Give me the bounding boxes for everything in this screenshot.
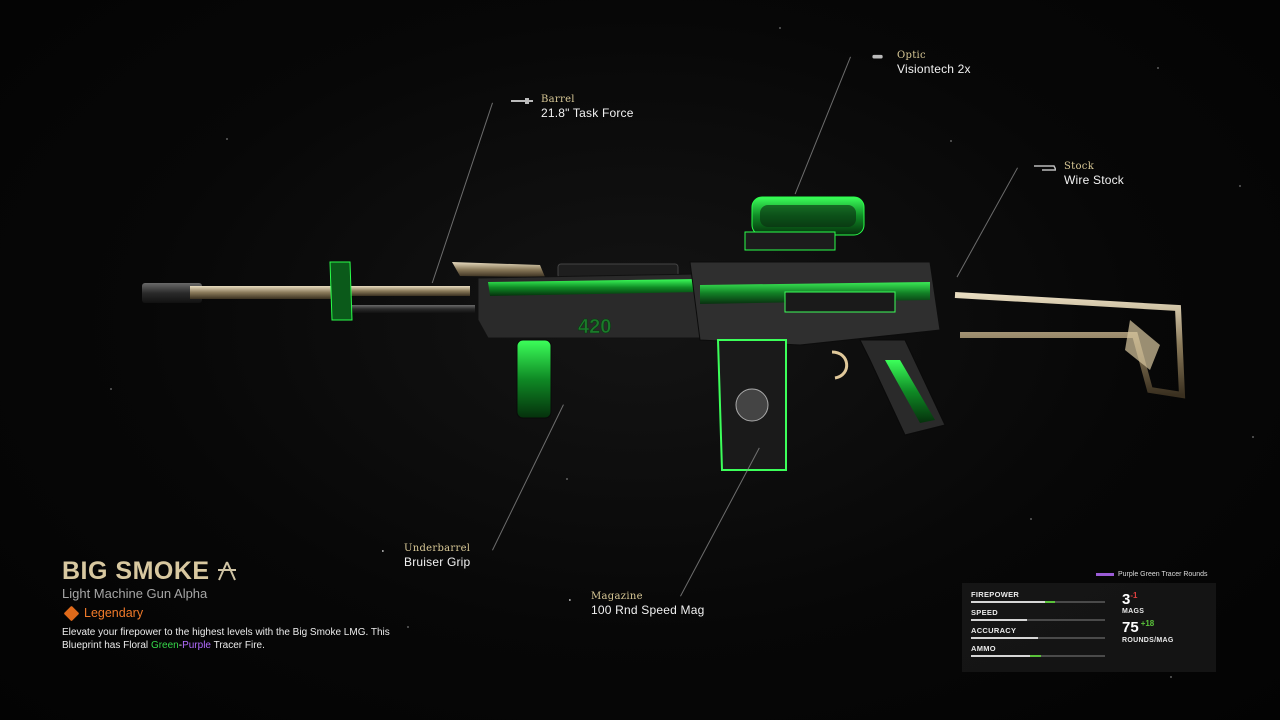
dust-particle: [110, 388, 112, 390]
attachment-underbarrel[interactable]: Underbarrel Bruiser Grip: [382, 543, 471, 569]
stat-ammo: AMMO: [971, 644, 1105, 657]
blueprint-name: BIG SMOKE: [62, 557, 210, 585]
stat-bar-bonus: [1029, 655, 1041, 657]
bruiser-grip: [516, 339, 552, 419]
blueprint-info: BIG SMOKE Light Machine Gun Alpha Legend…: [62, 556, 422, 652]
optic-icon: [872, 54, 883, 59]
magazine-icon: [569, 599, 571, 601]
stat-accuracy: ACCURACY: [971, 626, 1105, 639]
mags-label: MAGS: [1122, 608, 1145, 615]
stat-label: AMMO: [971, 644, 996, 653]
optic-mount: [744, 231, 836, 251]
mags-count: 3-1: [1122, 591, 1137, 609]
muzzle-brake: [142, 283, 202, 303]
stat-bar-track: [971, 601, 1105, 603]
dust-particle: [566, 478, 568, 480]
tracer-text: Purple Green Tracer Rounds: [1118, 571, 1208, 578]
stat-firepower: FIREPOWER: [971, 590, 1105, 603]
attachment-stock[interactable]: Stock Wire Stock: [1034, 161, 1125, 187]
stock-leaf-decal: [1125, 320, 1160, 370]
rounds-delta: +18: [1140, 619, 1155, 628]
barrel: [190, 286, 340, 299]
barrel-icon: [511, 98, 533, 104]
attachment-name: Bruiser Grip: [404, 555, 471, 569]
description-text: Elevate your firepower to the highest le…: [62, 627, 390, 651]
stat-speed: SPEED: [971, 608, 1105, 621]
tracer-rounds-label: Purple Green Tracer Rounds: [1096, 571, 1208, 578]
rarity-label: Legendary: [84, 606, 144, 620]
mags-value: 3: [1122, 591, 1131, 608]
attachment-slot-label: Magazine: [591, 591, 643, 602]
stat-bar-track: [971, 637, 1105, 639]
dust-particle: [779, 27, 781, 29]
dust-particle: [1170, 676, 1172, 678]
rounds-label: ROUNDS/MAG: [1122, 637, 1174, 644]
rounds-count: 75+18: [1122, 619, 1154, 637]
description-dash: -: [178, 639, 183, 651]
legendary-rarity-icon: [63, 605, 80, 621]
stat-bar-track: [971, 655, 1105, 657]
carry-handle: [452, 262, 545, 277]
front-sight: [329, 261, 353, 321]
attachment-slot-label: Underbarrel: [404, 543, 471, 554]
description-text-end: Tracer Fire.: [210, 639, 265, 651]
drum-skull-emblem: [735, 388, 769, 422]
weapon-class: Light Machine Gun Alpha: [62, 586, 208, 601]
attachment-slot-label: Optic: [897, 50, 926, 61]
stat-label: ACCURACY: [971, 626, 1017, 635]
description-purple-word: Purple: [182, 639, 211, 651]
rounds-value: 75: [1122, 619, 1139, 636]
drafting-compass-icon: [217, 561, 236, 581]
stat-label: SPEED: [971, 608, 998, 617]
grip-icon: [382, 550, 384, 552]
tracer-color-swatch: [1096, 572, 1114, 576]
blueprint-description: Elevate your firepower to the highest le…: [62, 627, 402, 652]
attachment-optic[interactable]: Optic Visiontech 2x: [872, 50, 971, 76]
gas-tube: [335, 305, 475, 313]
handguard-green-stripe: [488, 279, 700, 296]
stat-bar-bonus: [1044, 601, 1056, 603]
dust-particle: [1157, 67, 1159, 69]
stat-bar-fill: [971, 619, 1028, 621]
stat-label: FIREPOWER: [971, 590, 1020, 599]
barrel-shroud: [335, 286, 470, 296]
stat-bar-fill: [971, 601, 1045, 603]
dust-particle: [1239, 185, 1241, 187]
attachment-slot-label: Barrel: [541, 94, 575, 105]
attachment-name: 100 Rnd Speed Mag: [591, 603, 705, 617]
pistol-grip-inlay: [885, 360, 935, 423]
description-green-word: Green: [150, 639, 179, 651]
attachment-name: 21.8" Task Force: [541, 106, 634, 120]
wire-stock: [954, 292, 1186, 399]
dust-particle: [407, 626, 409, 628]
attachment-barrel[interactable]: Barrel 21.8" Task Force: [511, 94, 634, 120]
receiver-window: [784, 291, 896, 313]
dust-particle: [1252, 436, 1254, 438]
stat-bar-track: [971, 619, 1105, 621]
attachment-name: Wire Stock: [1064, 173, 1125, 187]
stock-icon: [1034, 165, 1056, 171]
attachment-magazine[interactable]: Magazine 100 Rnd Speed Mag: [569, 591, 705, 617]
dust-particle: [226, 138, 228, 140]
attachment-slot-label: Stock: [1064, 161, 1095, 172]
dust-particle: [950, 140, 952, 142]
dust-particle: [1030, 518, 1032, 520]
weapon-stats-panel: FIREPOWER SPEED ACCURACY AMMO 3-1 MAGS 7…: [962, 583, 1216, 672]
attachment-name: Visiontech 2x: [897, 62, 971, 76]
trigger: [831, 350, 849, 380]
stat-bar-fill: [971, 655, 1030, 657]
optic-lens: [760, 205, 856, 227]
stat-bar-fill: [971, 637, 1038, 639]
weapon-decal: 420: [578, 316, 611, 338]
mags-delta: -1: [1130, 591, 1138, 600]
